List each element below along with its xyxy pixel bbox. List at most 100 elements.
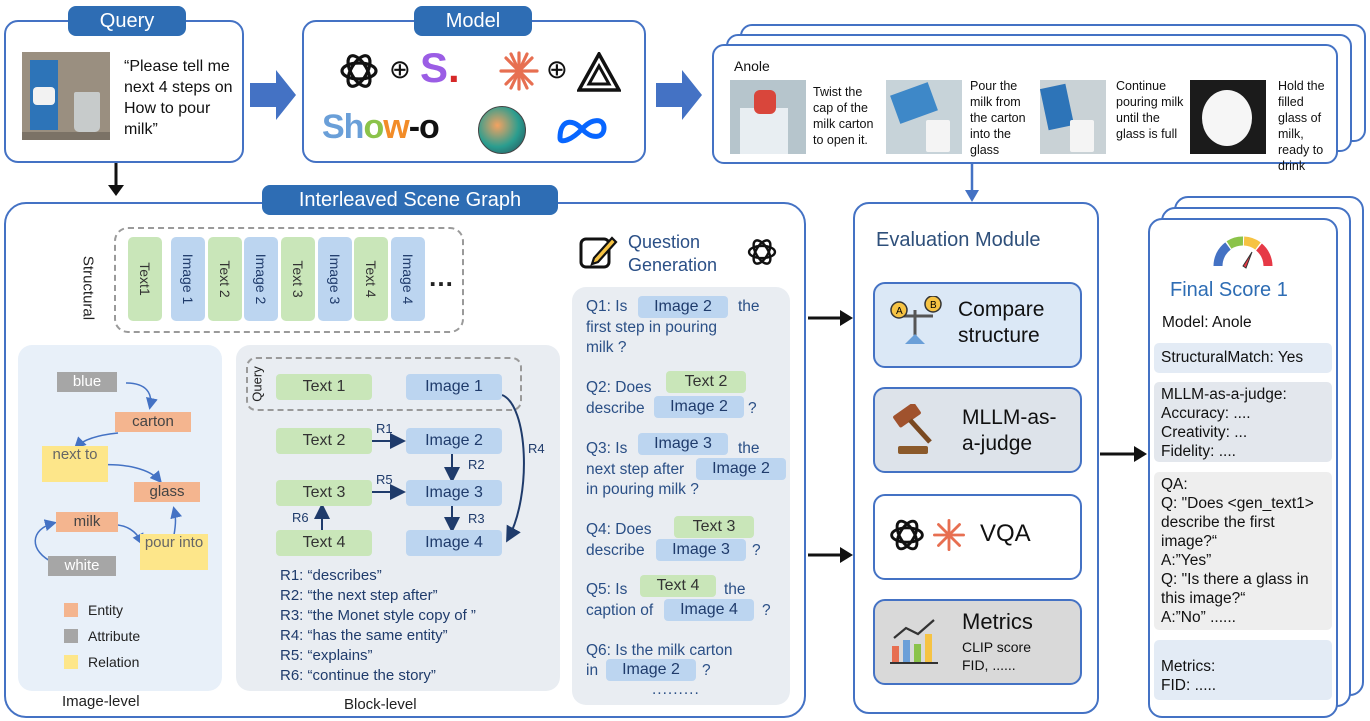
qg-title-1: Question: [628, 232, 701, 252]
structural-image1: Image 1: [171, 237, 205, 321]
relation-r4: R4: “has the same entity”: [280, 627, 448, 644]
relation-r3: R3: “the Monet style copy of ”: [280, 607, 476, 624]
node-glass: glass: [134, 482, 200, 502]
q2-chip2: Image 2: [654, 396, 744, 418]
claude-icon: [499, 51, 539, 91]
arrow-query-model: [250, 70, 296, 120]
q1-mid: the: [738, 298, 760, 315]
show-o-logo: Show-o: [322, 108, 440, 146]
q3-line3: in pouring milk ?: [586, 481, 699, 498]
legend-relation-swatch: [64, 655, 78, 669]
arrow-isg-eval-2: [808, 547, 853, 563]
q4-chip1: Text 3: [674, 516, 754, 538]
block-image4: Image 4: [406, 530, 502, 556]
q-more: .........: [652, 681, 700, 698]
q6-pre: in: [586, 662, 599, 679]
question-list-panel: [572, 287, 790, 705]
structural-text4: Text 4: [354, 237, 388, 321]
block-image2: Image 2: [406, 428, 502, 454]
q6-line1: Q6: Is the milk carton: [586, 642, 733, 659]
svg-text:A: A: [896, 306, 903, 317]
image-level-panel: [18, 345, 222, 691]
plus-icon: ⊕: [546, 54, 568, 84]
query-tag: Query: [68, 6, 186, 36]
final-structural: StructuralMatch: Yes: [1161, 349, 1304, 366]
judge-label-2: a-judge: [962, 432, 1033, 455]
isg-tag: Interleaved Scene Graph: [262, 185, 558, 215]
final-panel: [1148, 218, 1338, 718]
node-blue: blue: [57, 372, 117, 392]
scale-icon: A B: [890, 296, 942, 344]
legend-relation: Relation: [88, 654, 140, 670]
final-structural-box: [1154, 343, 1332, 373]
vqa-box: [873, 494, 1082, 580]
openai-icon: [747, 239, 777, 265]
compare-structure-box: [873, 282, 1082, 368]
q5-chip1: Text 4: [640, 575, 716, 597]
q1-pre: Q1: Is: [586, 298, 628, 315]
block-query-frame: [246, 357, 522, 411]
q1-chip: Image 2: [638, 296, 728, 318]
claude-icon: [933, 519, 965, 551]
q3-chip2: Image 2: [696, 458, 786, 480]
q3-pre: Q3: Is: [586, 440, 628, 457]
q2-post: ?: [748, 400, 757, 417]
block-text3: Text 3: [276, 480, 372, 506]
node-milk: milk: [56, 512, 118, 532]
q1-line2: first step in pouring: [586, 319, 717, 336]
relation-r2: R2: “the next step after”: [280, 587, 438, 604]
block-image1: Image 1: [406, 374, 502, 400]
relation-r5: R5: “explains”: [280, 647, 373, 664]
judge-label-1: MLLM-as-: [962, 406, 1057, 429]
legend-attribute: Attribute: [88, 628, 141, 644]
q2-chip1: Text 2: [666, 371, 746, 393]
metrics-box: [873, 599, 1082, 685]
pencil-icon: [579, 236, 618, 269]
edge-label-r6: R6: [292, 510, 309, 525]
final-judge: MLLM-as-a-judge: Accuracy: .... Creativi…: [1161, 386, 1287, 460]
node-pour-into: pour into: [140, 534, 208, 570]
block-level-panel: [236, 345, 560, 691]
node-next-to: next to: [42, 446, 108, 482]
step-image-4: [1190, 80, 1266, 154]
q4-chip2: Image 3: [656, 539, 746, 561]
gavel-icon: [893, 404, 932, 454]
arrow-isg-eval-1: [808, 310, 853, 326]
step-image-1: [730, 80, 806, 154]
q4-post: ?: [752, 542, 761, 559]
relation-r1: R1: “describes”: [280, 567, 382, 584]
edge-label-r1: R1: [376, 421, 393, 436]
structural-image3: Image 3: [318, 237, 352, 321]
output-model-name: Anole: [734, 58, 770, 74]
q5-chip2: Image 4: [664, 599, 754, 621]
step-text-1: Twist the cap of the milk carton to open…: [813, 85, 874, 147]
structural-text1: Text1: [128, 237, 162, 321]
vqa-label: VQA: [980, 520, 1031, 547]
evaluation-title: Evaluation Module: [876, 229, 1041, 251]
step-text-2: Pour the milk from the carton into the g…: [970, 79, 1026, 157]
step-image-2: [886, 80, 962, 154]
milk-photo: [22, 52, 110, 140]
q1-line3: milk ?: [586, 339, 627, 356]
q5-post: ?: [762, 602, 771, 619]
edge-label-r2: R2: [468, 457, 485, 472]
q5-mid: the: [724, 581, 746, 598]
edge-label-r3: R3: [468, 511, 485, 526]
arrow-query-isg: [108, 163, 124, 196]
relation-r6: R6: “continue the story”: [280, 667, 436, 684]
judge-box: [873, 387, 1082, 473]
block-text1: Text 1: [276, 374, 372, 400]
step-image-3: [1040, 80, 1106, 154]
qg-title-2: Generation: [628, 255, 718, 275]
q3-line2: next step after: [586, 461, 685, 478]
openai-icon: [340, 54, 378, 88]
step-text-4: Hold the filled glass of milk, ready to …: [1278, 79, 1325, 173]
legend-entity-swatch: [64, 603, 78, 617]
structural-label: Structural: [79, 255, 97, 321]
q3-chip1: Image 3: [638, 433, 728, 455]
legend-attribute-swatch: [64, 629, 78, 643]
openai-icon: [890, 519, 924, 551]
block-level-edges: [314, 394, 525, 543]
block-level-title: Block-level: [344, 696, 417, 713]
q3-mid: the: [738, 440, 760, 457]
